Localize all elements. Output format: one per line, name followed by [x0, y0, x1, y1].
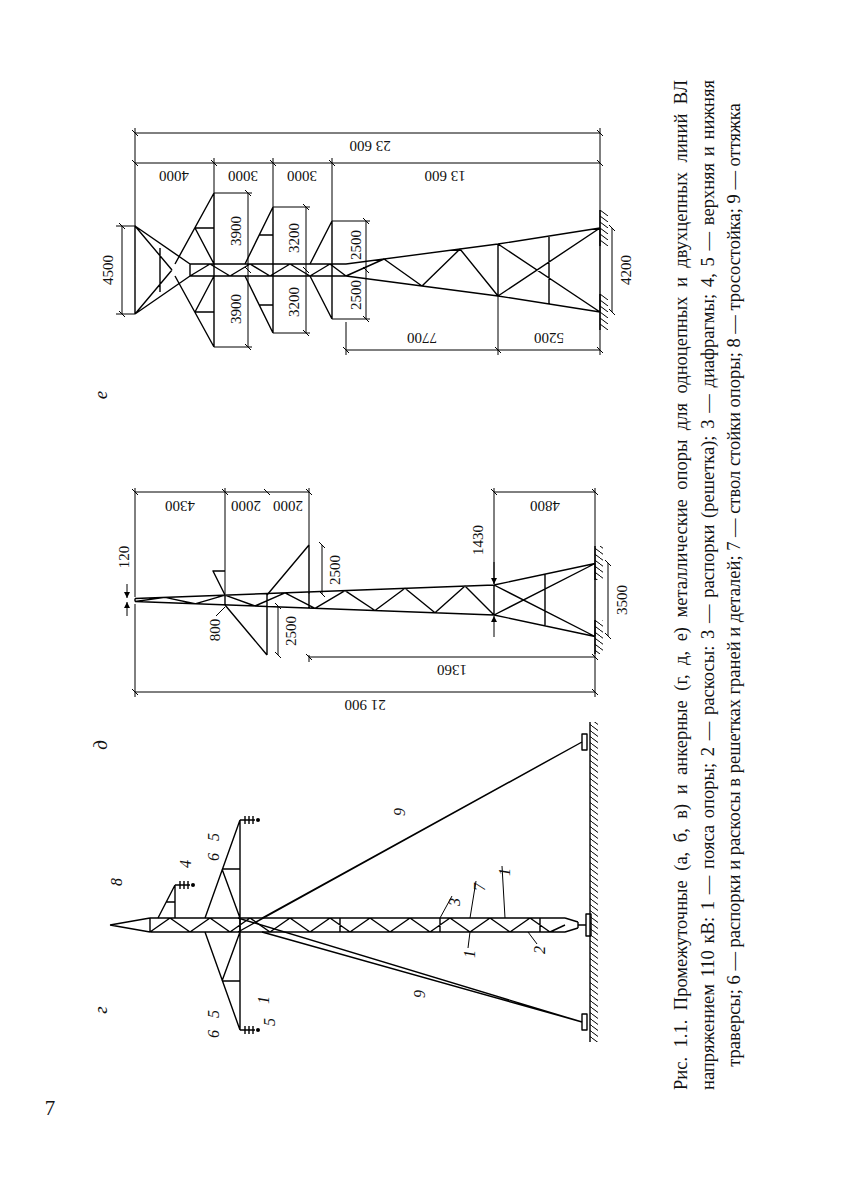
- callout-number: 6: [206, 853, 222, 861]
- ground-hatch: [590, 722, 598, 1042]
- dimension-value: 4200: [619, 255, 634, 285]
- callout-number: 9: [392, 808, 408, 816]
- arrow-head: [124, 578, 497, 622]
- dimension-value: 3200: [287, 287, 302, 317]
- ground-hatch: [600, 210, 608, 246]
- anchor-tower: [135, 226, 600, 314]
- callout-number: 1: [462, 950, 478, 958]
- callout-number: 1: [256, 996, 272, 1004]
- figure-caption: Рис. 1.1. Промежуточные (а, б, в) и анке…: [668, 80, 748, 1090]
- dimension-line: [116, 128, 615, 355]
- dimension-value: 120: [117, 546, 132, 569]
- figure-letter: д: [91, 740, 110, 750]
- figure-letter: е: [91, 391, 110, 399]
- dimension-value: 3000: [228, 168, 258, 183]
- anchor-plate: [582, 1014, 587, 1030]
- leader-line: [440, 866, 537, 948]
- guyed-tower: [110, 918, 586, 932]
- insulator-symbol: [191, 883, 195, 887]
- dimension-value: 2500: [284, 616, 299, 646]
- dimension-value: 21 900: [344, 697, 385, 712]
- callout-number: 7: [472, 883, 488, 891]
- insulator-symbol: [175, 816, 255, 1034]
- dimension-value: 13 600: [424, 168, 465, 183]
- dimension-value: 3000: [287, 168, 317, 183]
- callout-number: 5: [262, 1018, 278, 1026]
- dimension-value: 5200: [534, 330, 564, 345]
- page-number: 7: [45, 1098, 56, 1119]
- callout-number: 5: [206, 1010, 222, 1018]
- dimension-line: [127, 488, 611, 697]
- insulator-symbol: [256, 818, 260, 822]
- ground-hatch: [595, 620, 603, 654]
- ground-hatch: [600, 294, 608, 330]
- guy-wire: [238, 742, 582, 1022]
- dimension-value: 3900: [229, 216, 244, 246]
- dimension-value: 1430: [471, 525, 486, 555]
- dimension-value: 2000: [231, 498, 261, 513]
- dimension-value: 800: [208, 619, 223, 642]
- callout-number: 4: [178, 860, 194, 868]
- callout-number: 3: [447, 898, 463, 906]
- dimension-value: 3500: [615, 585, 630, 615]
- dimension-value: 4000: [159, 168, 189, 183]
- callout-number: 9: [412, 990, 428, 998]
- dimension-value: 1360: [437, 662, 467, 677]
- callout-number: 1: [497, 868, 513, 876]
- dimension-value: 3900: [229, 294, 244, 324]
- callout-number: 6: [206, 1030, 222, 1038]
- dimension-value: 7700: [407, 330, 437, 345]
- anchor-tower: [135, 564, 595, 637]
- ground-hatch: [595, 546, 603, 580]
- dimension-value: 2500: [328, 555, 343, 585]
- callout-number: 5: [206, 833, 222, 841]
- dimension-value: 2000: [273, 498, 303, 513]
- traverse: [158, 820, 240, 1030]
- dimension-value: 4300: [165, 498, 195, 513]
- callout-number: 8: [109, 878, 125, 886]
- dimension-value: 4500: [101, 255, 116, 285]
- dimension-value: 23 600: [349, 138, 390, 153]
- insulator-symbol: [256, 1028, 260, 1032]
- callout-number: 2: [532, 946, 548, 954]
- dimension-value: 4800: [530, 498, 560, 513]
- dimension-value: 3200: [287, 223, 302, 253]
- traverse: [175, 193, 332, 347]
- figure-letter: г: [91, 1006, 110, 1013]
- traverse: [213, 545, 309, 655]
- dimension-value: 2500: [349, 230, 364, 260]
- anchor-plate: [582, 734, 587, 750]
- dimension-value: 2500: [349, 280, 364, 310]
